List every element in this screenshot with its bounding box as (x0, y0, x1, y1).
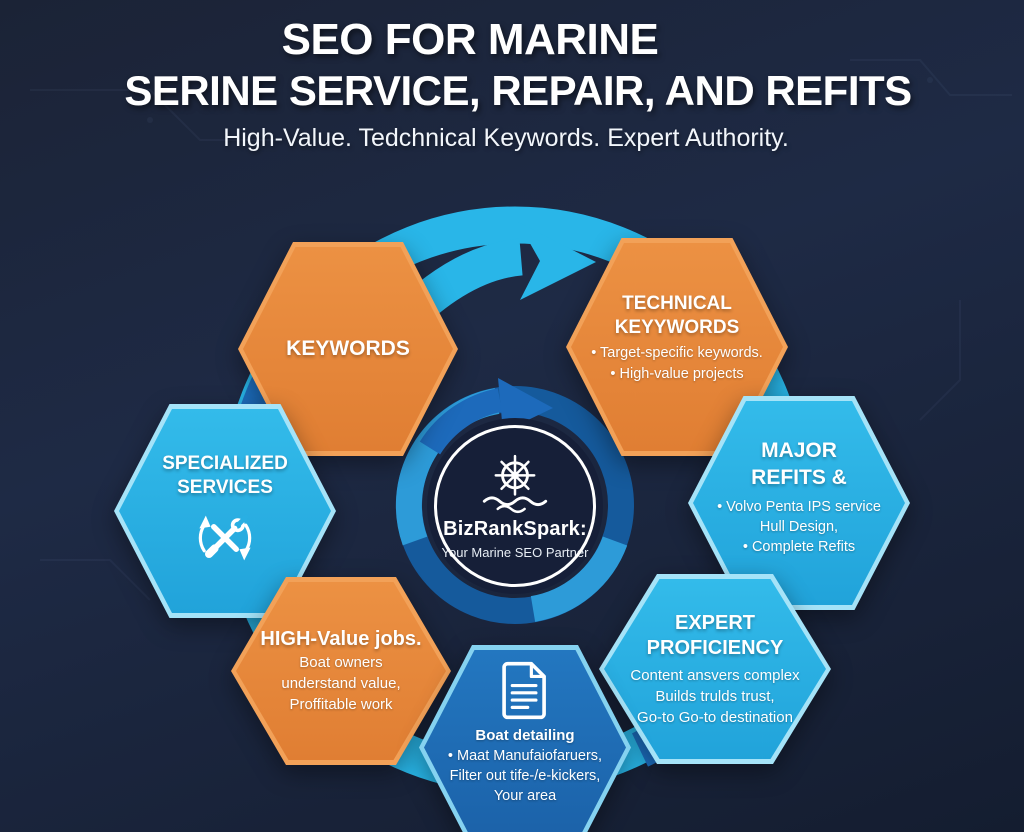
hexagon-specialized-title-line2: SERVICES (177, 477, 273, 498)
hexagon-technical-bullet: • High-value projects (610, 365, 744, 382)
hexagon-expert-title-line1: EXPERT (674, 611, 756, 634)
hexagon-local-line: Your area (493, 788, 557, 805)
hexagon-major-refits: MAJOR REFITS & • Volvo Penta IPS service… (688, 396, 910, 610)
header: SEO FOR MARINE SERINE SERVICE, REPAIR, A… (0, 14, 1024, 153)
hexagon-expert-line: Go-to Go-to destination (637, 708, 793, 726)
hexagon-refits-bullet: • Complete Refits (742, 539, 856, 556)
hexagon-technical-bullet: • Target-specific keywords. (591, 345, 763, 362)
page-title-line2: SERINE SERVICE, REPAIR, AND REFITS (124, 66, 912, 114)
tools-sync-icon (198, 514, 252, 561)
brand-name: BizRankSpark: (443, 518, 587, 540)
document-icon (502, 661, 546, 719)
hexagon-local-line: Boat detailing (475, 726, 575, 744)
hexagon-highvalue-line: Proffitable work (289, 696, 393, 713)
hexagon-local-line: Filter out tife-/e-kickers, (449, 767, 601, 784)
hexagon-expert-title-line2: PROFICIENCY (646, 636, 784, 659)
brand-tagline: Your Marine SEO Partner (441, 545, 589, 560)
hexagon-keywords-title: KEYWORDS (286, 336, 410, 360)
hexagon-expert-line: Content ansvers complex (630, 666, 800, 684)
hexagon-technical-title-line2: KEYYWORDS (614, 316, 740, 338)
hexagon-local-niche: Boat detailing • Maat Manufaiofaruers, F… (419, 645, 631, 832)
hexagon-highvalue-line: understand value, (281, 675, 401, 692)
page-subtitle: High-Value. Tedchnical Keywords. Expert … (223, 124, 789, 153)
hexagon-specialized-title-line1: SPECIALIZED (162, 453, 288, 475)
hexagon-highvalue-title: HIGH-Value jobs. (260, 628, 422, 650)
hexagon-refits-bullet: Hull Design, (759, 519, 839, 536)
hexagon-highvalue-line: Boat owners (299, 654, 383, 671)
center-brand-badge: BizRankSpark: Your Marine SEO Partner (427, 418, 603, 594)
hexagon-refits-title-line2: REFITS & (751, 465, 847, 489)
hexagon-expert-line: Builds trulds trust, (655, 687, 775, 705)
hexagon-technical-title-line1: TECHNICAL (622, 292, 732, 314)
hexagon-refits-bullet: • Volvo Penta IPS service (717, 498, 881, 515)
ship-helm-icon (482, 454, 548, 514)
hexagon-refits-title-line1: MAJOR (761, 439, 837, 463)
hexagon-local-line: • Maat Manufaiofaruers, (447, 747, 603, 764)
hexagon-expert-proficiency: EXPERT PROFICIENCY Content ansvers compl… (599, 574, 831, 764)
center-ring-highlight-bottom (530, 536, 628, 622)
hexagon-high-value-jobs: HIGH-Value jobs. Boat owners understand … (231, 577, 451, 765)
page-title-line1: SEO FOR MARINE (281, 15, 659, 64)
